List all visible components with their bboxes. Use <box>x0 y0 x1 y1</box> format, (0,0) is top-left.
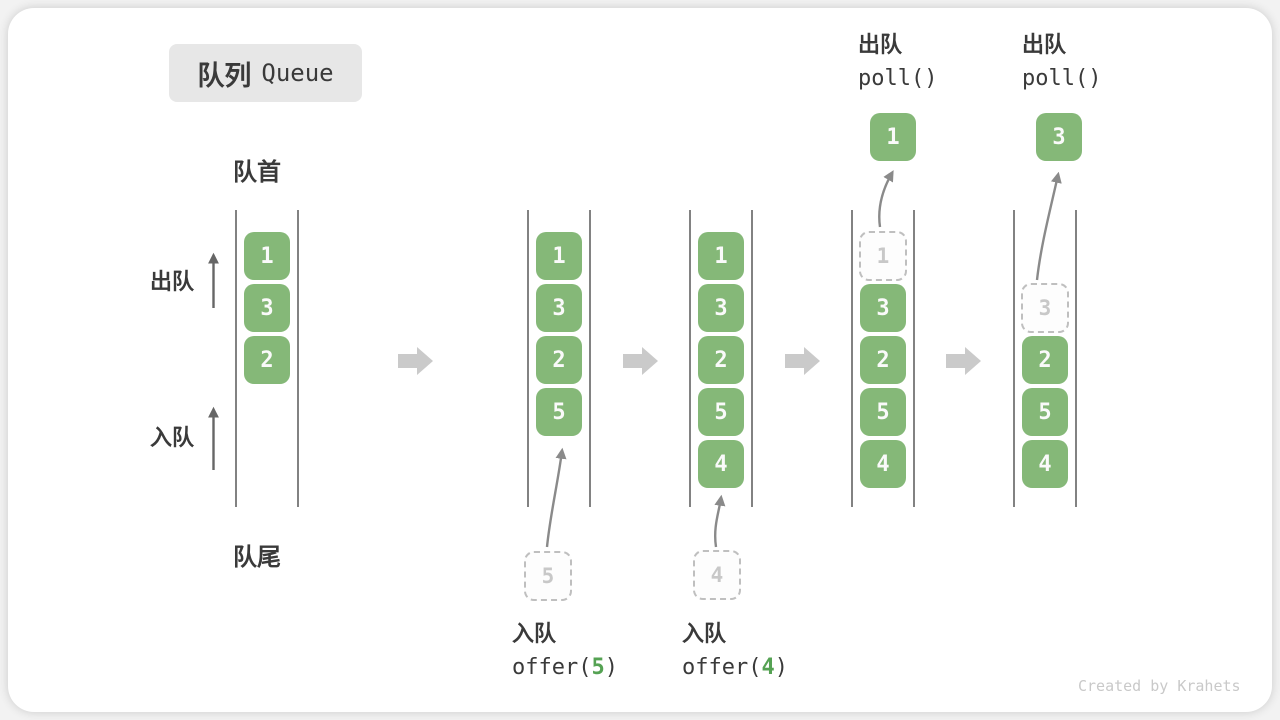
queue-item-box: 4 <box>698 440 744 488</box>
poll-2-action-label: 出队 <box>1022 32 1067 57</box>
title-badge: 队列 Queue <box>169 44 362 102</box>
queue-item-box: 4 <box>1022 440 1068 488</box>
removed-item-ghost-box: 3 <box>1021 283 1069 333</box>
queue-item-box: 1 <box>536 232 582 280</box>
enqueue-label: 入队 <box>150 425 195 450</box>
queue-item-box: 5 <box>860 388 906 436</box>
rear-label: 队尾 <box>233 544 281 571</box>
popped-item-box: 1 <box>870 113 916 161</box>
queue-item-box: 2 <box>860 336 906 384</box>
code-arg: 5 <box>591 655 605 680</box>
enqueue-5-caption: 入队 offer(5) <box>512 617 618 685</box>
queue-item-box: 1 <box>244 232 290 280</box>
diagram-card <box>8 8 1272 712</box>
queue-item-box: 5 <box>1022 388 1068 436</box>
title-en: Queue <box>261 59 334 87</box>
poll-2-code-label: poll() <box>1022 66 1102 91</box>
queue-item-box: 1 <box>698 232 744 280</box>
code-fn: offer( <box>682 655 762 680</box>
queue-item-box: 3 <box>536 284 582 332</box>
enqueue-4-code-label: offer(4) <box>682 651 788 685</box>
queue-item-box: 2 <box>1022 336 1068 384</box>
queue-item-box: 2 <box>244 336 290 384</box>
code-close: ) <box>774 655 788 680</box>
poll-1-code-label: poll() <box>858 66 938 91</box>
incoming-item-ghost-box: 5 <box>524 551 572 601</box>
removed-item-ghost-box: 1 <box>859 231 907 281</box>
queue-item-box: 2 <box>536 336 582 384</box>
queue-item-box: 4 <box>860 440 906 488</box>
queue-item-box: 5 <box>536 388 582 436</box>
queue-item-box: 3 <box>244 284 290 332</box>
incoming-item-ghost-box: 4 <box>693 550 741 600</box>
popped-item-box: 3 <box>1036 113 1082 161</box>
queue-item-box: 3 <box>698 284 744 332</box>
queue-item-box: 5 <box>698 388 744 436</box>
enqueue-4-caption: 入队 offer(4) <box>682 617 788 685</box>
poll-1-action-label: 出队 <box>858 32 903 57</box>
enqueue-5-action-label: 入队 <box>512 621 557 646</box>
enqueue-5-code-label: offer(5) <box>512 651 618 685</box>
dequeue-label: 出队 <box>150 269 195 294</box>
code-close: ) <box>604 655 618 680</box>
front-label: 队首 <box>233 159 281 186</box>
poll-2-caption: 出队 poll() <box>1022 28 1101 96</box>
enqueue-4-action-label: 入队 <box>682 621 727 646</box>
queue-item-box: 3 <box>860 284 906 332</box>
watermark: Created by Krahets <box>1078 677 1241 695</box>
code-arg: 4 <box>761 655 775 680</box>
code-fn: offer( <box>512 655 592 680</box>
queue-item-box: 2 <box>698 336 744 384</box>
title-zh: 队列 <box>197 60 252 91</box>
poll-1-caption: 出队 poll() <box>858 28 937 96</box>
